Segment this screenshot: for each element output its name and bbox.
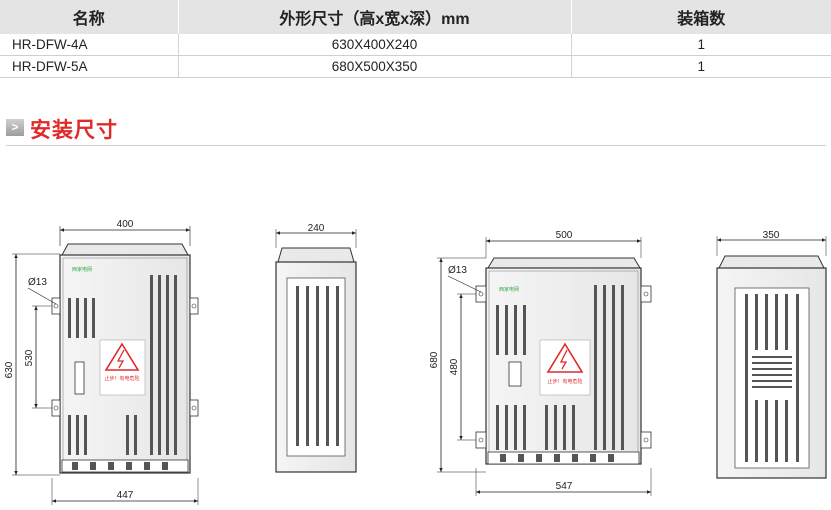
model-cell: HR-DFW-4A: [0, 34, 179, 56]
box-5a-brand: 西家电网: [499, 286, 519, 293]
installation-drawing: 400 止步！有电危险 西家电网 Ø13 630: [4, 219, 827, 505]
box-4a-front-view: 400 止步！有电危险 西家电网 Ø13 630: [4, 219, 199, 505]
table-row: HR-DFW-4A 630X400X240 1: [0, 34, 831, 56]
box-4a-width-bottom: 447: [117, 490, 134, 501]
box-4a-height-total: 630: [4, 361, 15, 378]
qty-cell: 1: [571, 55, 831, 78]
box-5a-width-top: 500: [556, 230, 573, 241]
box-5a-height-total: 680: [429, 351, 440, 368]
table-row: HR-DFW-5A 680X500X350 1: [0, 55, 831, 78]
spec-table: 名称 外形尺寸（高x宽x深）mm 装箱数 HR-DFW-4A 630X400X2…: [0, 0, 831, 78]
box-4a-width-top: 400: [117, 219, 134, 230]
size-cell: 630X400X240: [178, 34, 572, 56]
box-4a-depth: 240: [308, 223, 325, 234]
header-name: 名称: [0, 0, 179, 34]
box-5a-width-bottom: 547: [556, 481, 573, 492]
box-5a-side-view: 350: [716, 230, 827, 479]
box-4a-height-mount: 530: [24, 349, 35, 366]
box-4a-brand: 西家电网: [72, 266, 92, 273]
model-cell: HR-DFW-5A: [0, 55, 179, 78]
spec-table-header: 名称 外形尺寸（高x宽x深）mm 装箱数: [0, 0, 831, 34]
qty-cell: 1: [571, 34, 831, 56]
box-4a-hole-label: Ø13: [28, 277, 47, 288]
section-title: 安装尺寸: [30, 119, 118, 142]
box-4a-side-view: 240: [275, 223, 357, 473]
box-5a-height-mount: 480: [449, 358, 460, 375]
box-5a-warning: 止步！有电危险: [547, 378, 582, 385]
header-quantity: 装箱数: [571, 0, 831, 34]
header-dimensions: 外形尺寸（高x宽x深）mm: [178, 0, 572, 34]
box-4a-warning: 止步！有电危险: [104, 375, 139, 382]
install-dimensions-section: > 安装尺寸: [6, 112, 826, 146]
box-5a-front-view: 500 止步！有电危险 西家电网 Ø13 680: [429, 230, 652, 496]
section-arrow-icon: >: [6, 119, 24, 136]
box-5a-hole-label: Ø13: [448, 265, 467, 276]
size-cell: 680X500X350: [178, 55, 572, 78]
section-divider: [6, 145, 826, 146]
box-5a-depth: 350: [763, 230, 780, 241]
